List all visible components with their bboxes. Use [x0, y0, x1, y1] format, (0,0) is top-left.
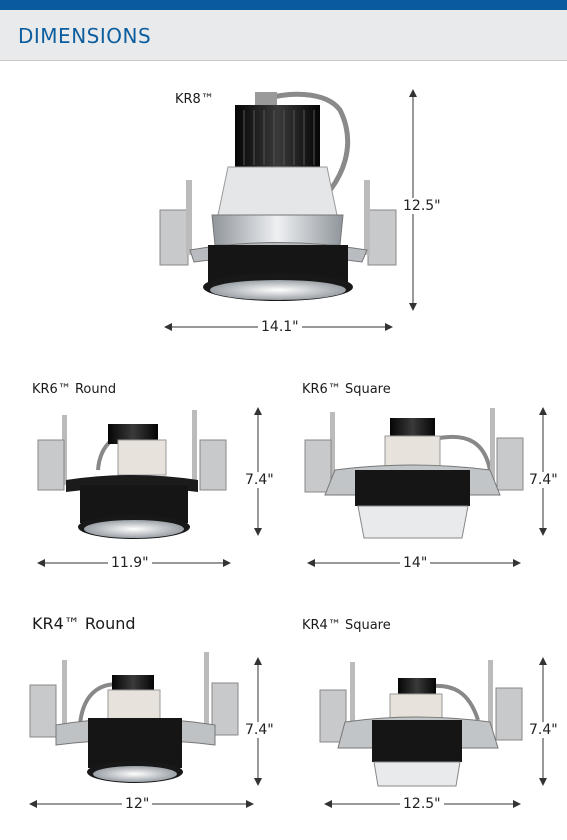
- kr6-round-label: KR6™ Round: [32, 382, 117, 397]
- kr4-round-fixture-image: [29, 652, 239, 783]
- kr4-square-label: KR4™ Square: [302, 618, 391, 633]
- kr6-round-fixture-image: [37, 410, 227, 539]
- kr4-round-width-value: 12": [122, 796, 153, 812]
- kr6-square-label: KR6™ Square: [302, 382, 391, 397]
- kr4-round-label: KR4™ Round: [32, 614, 136, 633]
- top-accent-bar: [0, 0, 567, 10]
- kr6-round-width-value: 11.9": [108, 555, 152, 571]
- kr6-square-width-value: 14": [400, 555, 431, 571]
- kr8-height-value: 12.5": [400, 198, 444, 214]
- kr8-fixture-image: [159, 91, 397, 301]
- section-title: DIMENSIONS: [18, 24, 152, 48]
- kr8-width-value: 14.1": [258, 319, 302, 335]
- section-header: DIMENSIONS: [0, 10, 567, 61]
- kr8-label: KR8™: [175, 92, 214, 107]
- kr4-round-height-value: 7.4": [242, 722, 277, 738]
- kr4-square-fixture-image: [319, 660, 523, 787]
- kr6-square-height-value: 7.4": [526, 472, 561, 488]
- kr6-square-fixture-image: [304, 408, 524, 539]
- kr4-square-height-value: 7.4": [526, 722, 561, 738]
- kr4-square-width-value: 12.5": [400, 796, 444, 812]
- kr6-round-height-value: 7.4": [242, 472, 277, 488]
